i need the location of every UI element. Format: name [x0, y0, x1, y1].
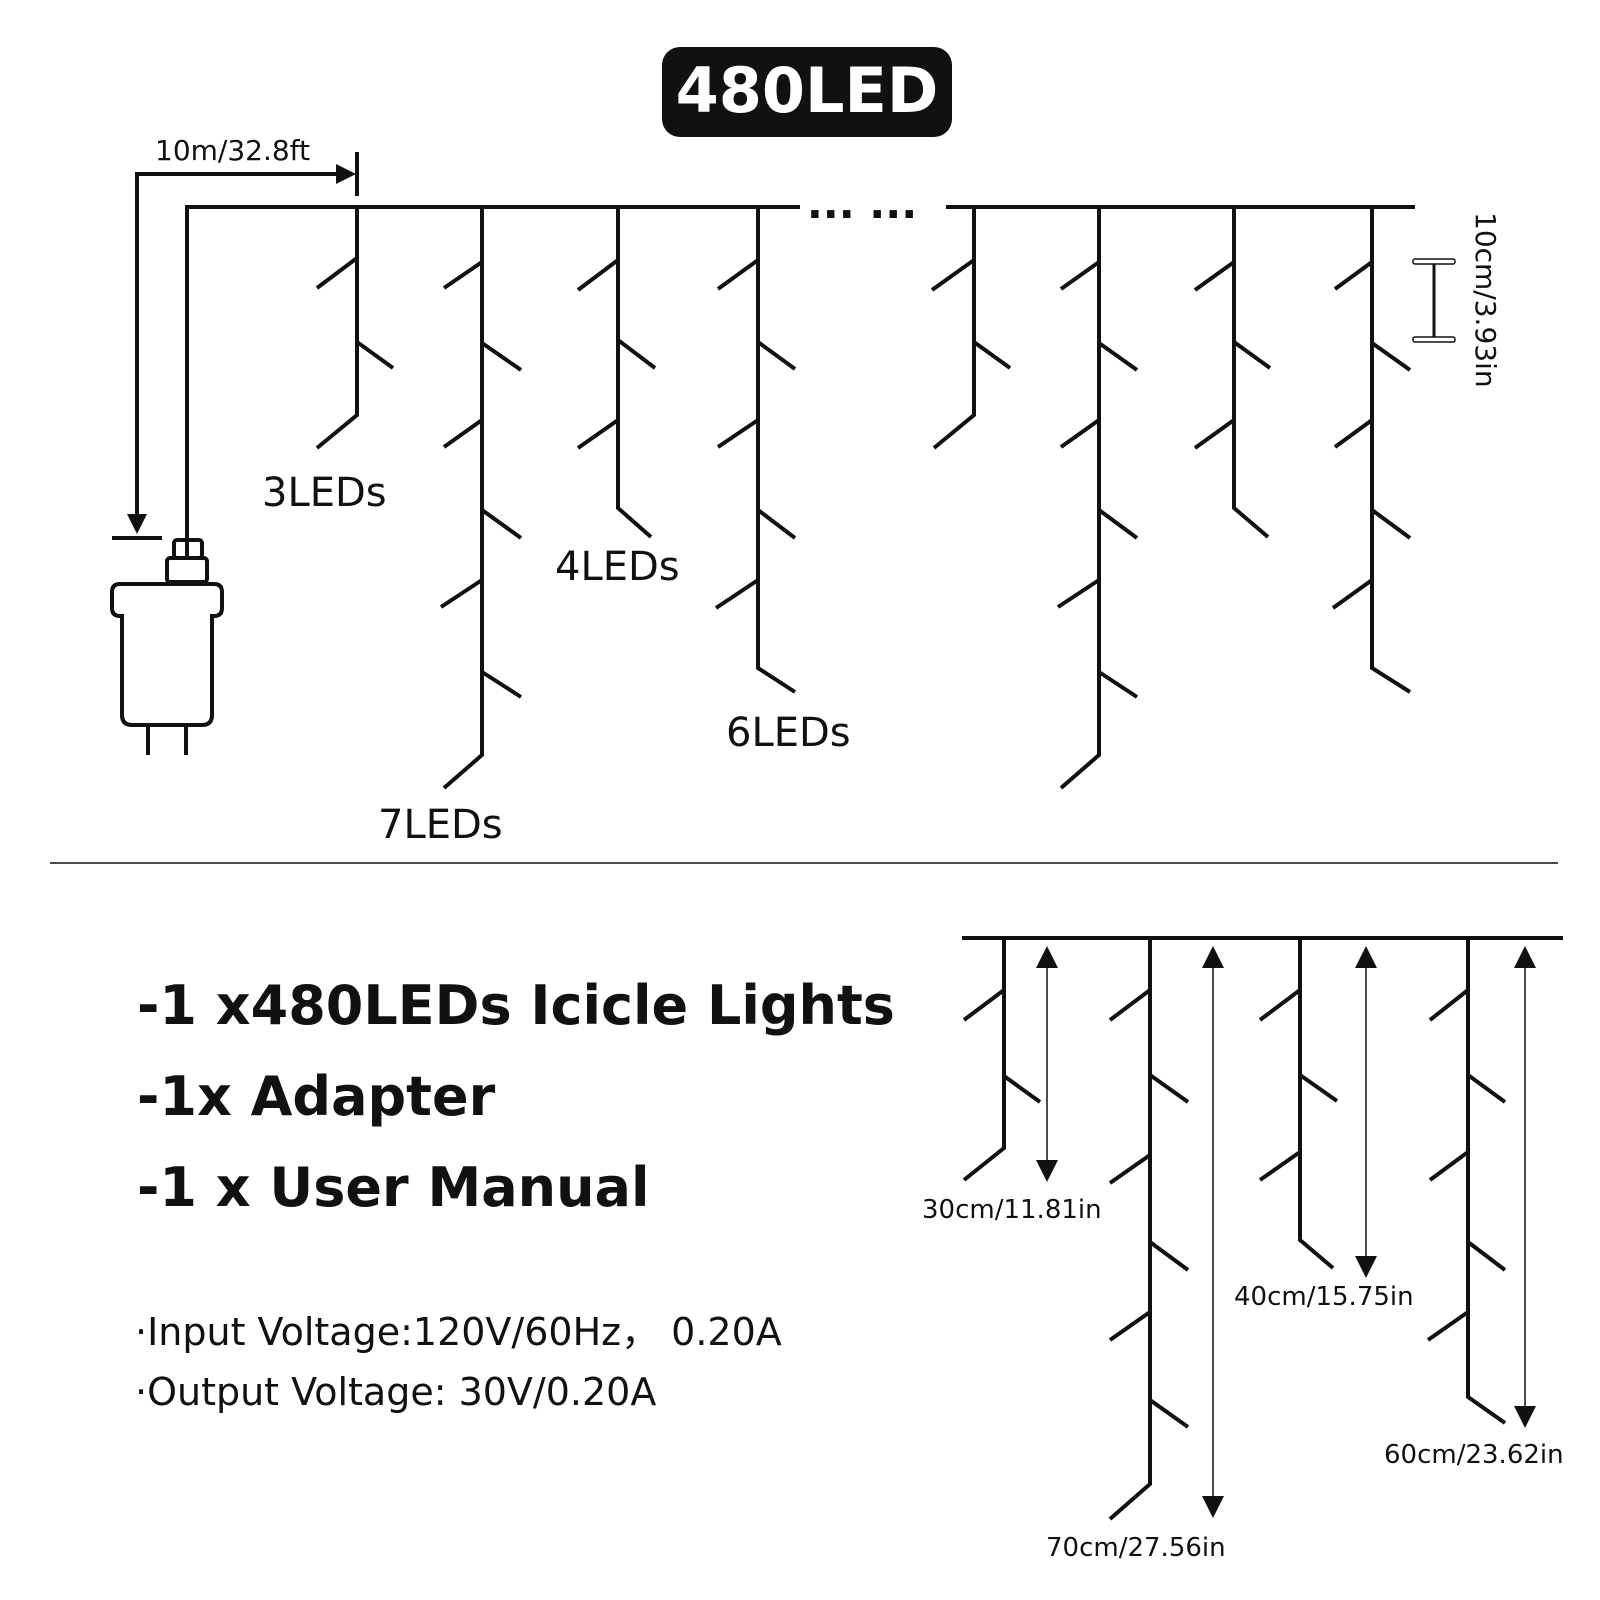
top-drop-6	[1056, 207, 1139, 790]
lead-dimension: 10m/32.8ft	[112, 134, 359, 540]
label-6leds: 6LEDs	[726, 710, 851, 756]
label-4leds: 4LEDs	[555, 544, 680, 590]
top-drop-2	[439, 207, 523, 790]
bottom-drop-30cm	[962, 938, 1042, 1182]
package-item-adapter: -1x Adapter	[137, 1065, 496, 1128]
spacing-label: 10cm/3.93in	[1469, 212, 1502, 388]
dimension-arrow-60cm	[1514, 946, 1536, 1428]
power-adapter	[110, 205, 800, 755]
length-label-30cm: 30cm/11.81in	[922, 1195, 1102, 1225]
top-drop-4	[714, 207, 797, 694]
package-item-lights: -1 x480LEDs Icicle Lights	[137, 974, 895, 1037]
output-voltage-spec: ·Output Voltage: 30V/0.20A	[135, 1370, 657, 1414]
top-drop-3	[576, 207, 657, 539]
ellipsis-text: ... ...	[807, 179, 917, 228]
length-label-70cm: 70cm/27.56in	[1046, 1533, 1226, 1563]
label-3leds: 3LEDs	[262, 470, 387, 516]
top-drop-7	[1193, 207, 1272, 539]
bottom-drop-70cm	[1108, 938, 1190, 1521]
length-label-60cm: 60cm/23.62in	[1384, 1440, 1564, 1470]
package-item-manual: -1 x User Manual	[137, 1156, 650, 1219]
label-7leds: 7LEDs	[378, 802, 503, 848]
input-voltage-spec: ·Input Voltage:120V/60Hz， 0.20A	[135, 1310, 782, 1354]
title-badge: 480LED	[662, 47, 952, 137]
spacing-dimension: 10cm/3.93in	[1412, 212, 1502, 388]
dimension-arrow-70cm	[1202, 946, 1224, 1518]
dimension-arrow-30cm	[1036, 946, 1058, 1182]
lead-length-label: 10m/32.8ft	[155, 134, 310, 167]
length-label-40cm: 40cm/15.75in	[1234, 1282, 1414, 1312]
top-drop-1	[315, 207, 395, 450]
bottom-drop-40cm	[1258, 938, 1339, 1270]
dimension-arrow-40cm	[1355, 946, 1377, 1278]
title-text: 480LED	[676, 54, 939, 127]
top-drop-5	[930, 207, 1012, 450]
bottom-drop-60cm	[1426, 938, 1507, 1425]
top-drop-8	[1331, 207, 1412, 694]
voltage-specs: ·Input Voltage:120V/60Hz， 0.20A ·Output …	[135, 1302, 782, 1422]
package-contents: -1 x480LEDs Icicle Lights -1x Adapter -1…	[137, 960, 895, 1233]
